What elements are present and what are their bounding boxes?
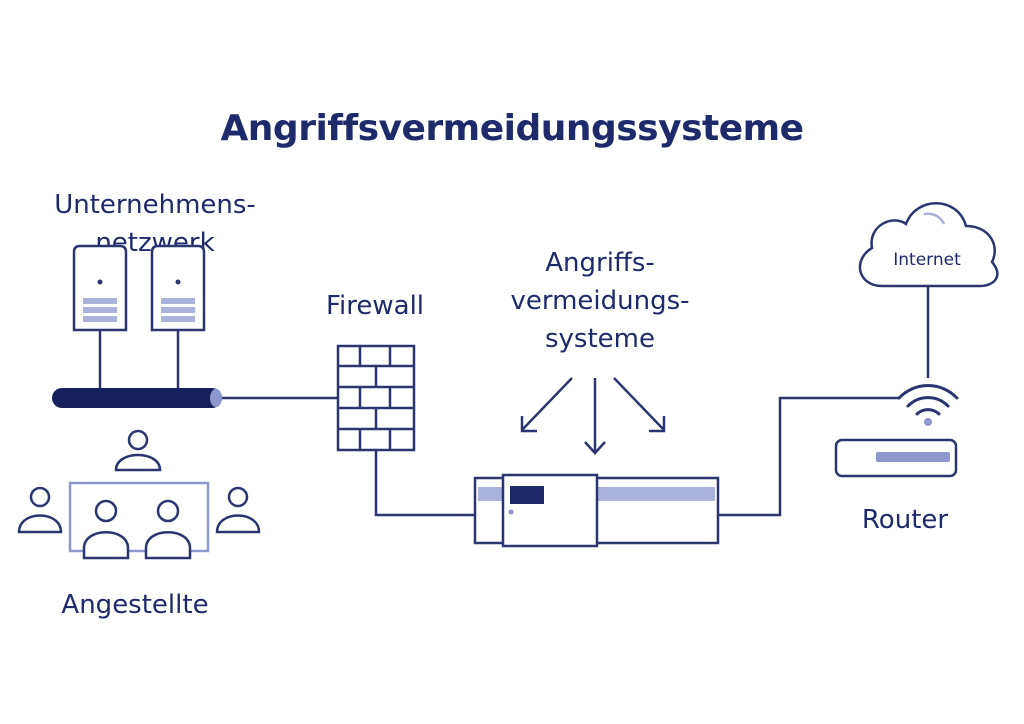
cloud-icon: [858, 202, 999, 288]
ips-appliance: [473, 473, 720, 548]
ips-to-router-line: [718, 396, 900, 517]
arrow-down-icon: [520, 377, 666, 455]
firewall-icon: [336, 344, 416, 452]
ips-label-line1: Angriffs-: [545, 248, 655, 278]
employees-label: Angestellte: [61, 590, 209, 620]
ips-label: Angriffs- vermeidungs- systeme: [470, 244, 730, 358]
router-label: Router: [861, 505, 949, 535]
router-icon: [834, 438, 958, 478]
corporate-network-label-line1: Unternehmens-: [54, 190, 256, 220]
server-icon: [72, 244, 128, 332]
internet-label: Internet: [893, 250, 961, 270]
people-icon: [17, 429, 261, 560]
firewall-to-ips-line: [374, 450, 475, 517]
wifi-icon: [897, 384, 959, 426]
network-bus: [52, 388, 222, 408]
ips-label-line2: vermeidungs-: [510, 286, 690, 316]
server-icon: [150, 244, 206, 332]
ips-label-line3: systeme: [545, 324, 655, 354]
firewall-label: Firewall: [325, 291, 425, 321]
diagram-title: Angriffsvermeidungssysteme: [220, 108, 804, 149]
